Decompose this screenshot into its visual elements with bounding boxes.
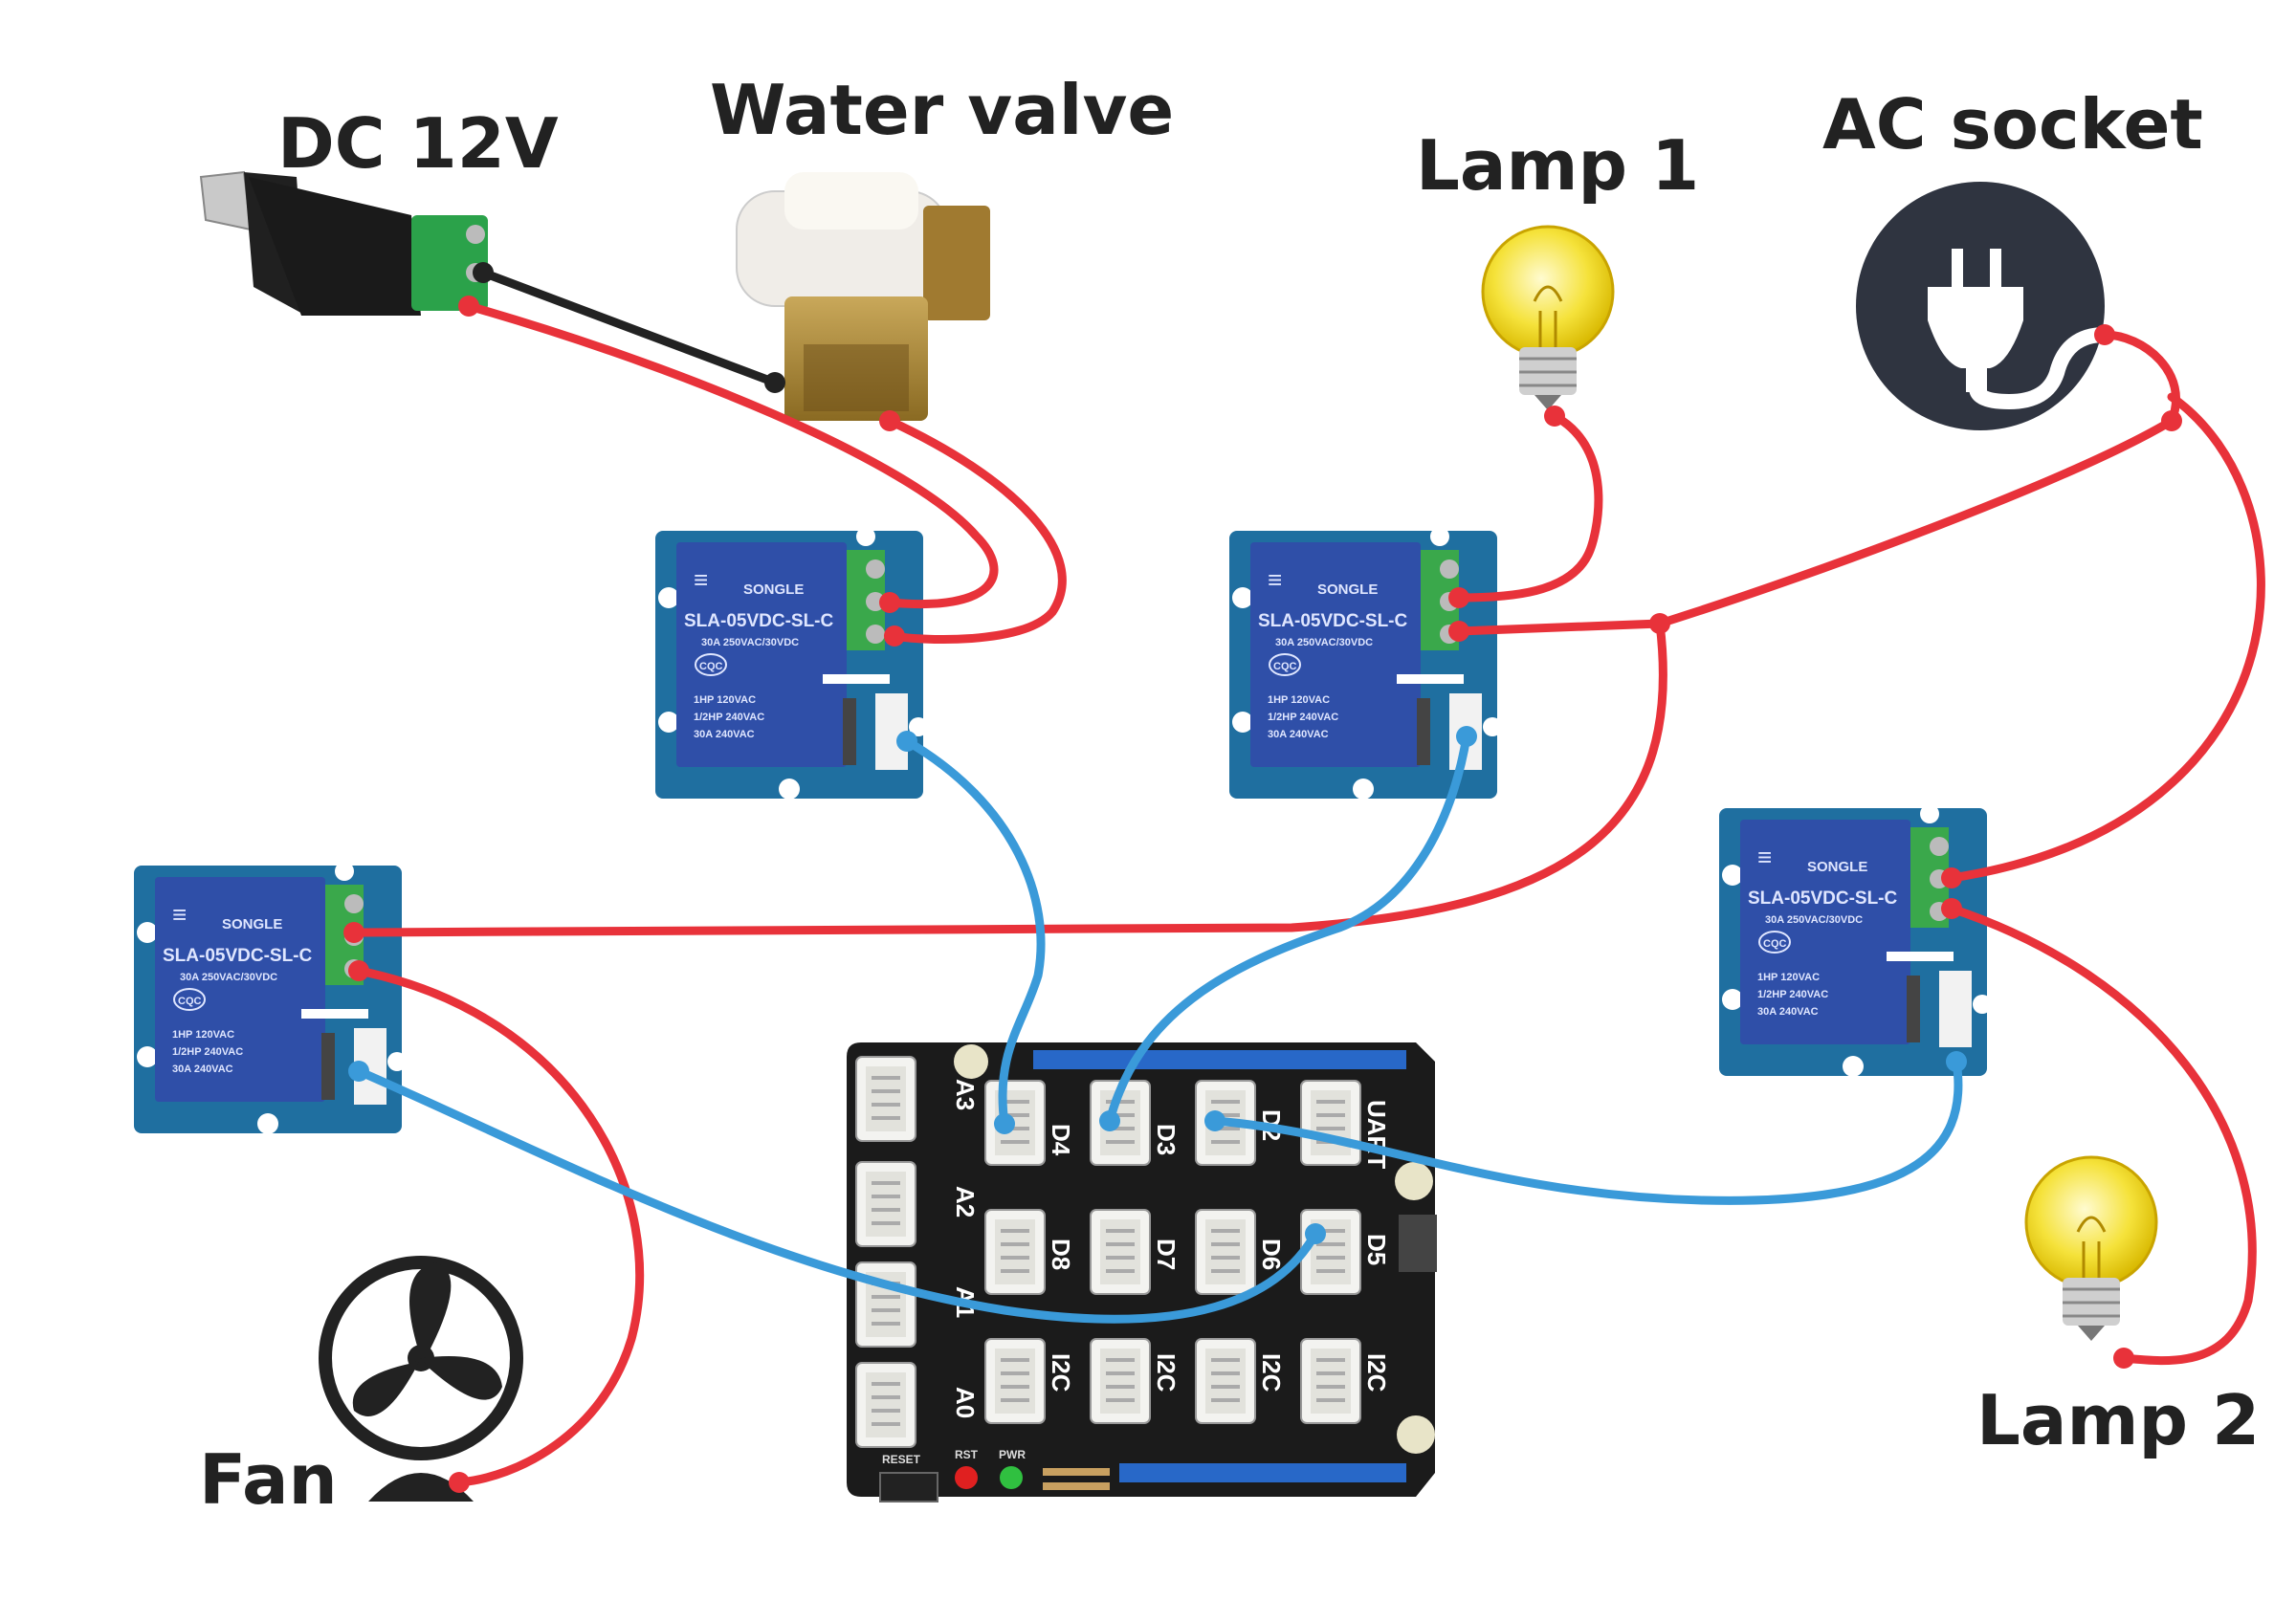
black-terminals bbox=[473, 262, 785, 393]
port-label-a2: A2 bbox=[951, 1186, 980, 1217]
port-label-uart: UART bbox=[1362, 1100, 1391, 1169]
port-label-d8: D8 bbox=[1047, 1239, 1075, 1270]
blue-terminals bbox=[348, 726, 1967, 1244]
port-label-d6: D6 bbox=[1257, 1239, 1286, 1270]
lamp-2-icon bbox=[2024, 1155, 2158, 1343]
wire-signal-relay-fan-d5 bbox=[354, 1066, 1320, 1324]
water-valve bbox=[736, 172, 990, 421]
port-label-a0: A0 bbox=[951, 1387, 980, 1418]
fan-icon bbox=[319, 1256, 523, 1502]
label-dc-12v: DC 12V bbox=[277, 103, 559, 184]
relay-module-fan bbox=[133, 861, 408, 1135]
wire-power-socket-branch bbox=[2100, 330, 2181, 426]
port-label-i2c-3: I2C bbox=[1257, 1353, 1286, 1393]
label-lamp-2: Lamp 2 bbox=[1976, 1380, 2260, 1460]
label-water-valve: Water valve bbox=[710, 70, 1174, 150]
wire-signal-relay-lamp1-d3 bbox=[1105, 732, 1471, 1126]
port-label-i2c-2: I2C bbox=[1152, 1353, 1181, 1393]
label-lamp-1: Lamp 1 bbox=[1416, 125, 1699, 206]
wire-ground-dc-valve bbox=[478, 268, 780, 387]
pwr-label: PWR bbox=[999, 1448, 1026, 1461]
wire-signal-relay-lamp2-d2 bbox=[1210, 1057, 1963, 1205]
label-ac-socket: AC socket bbox=[1822, 84, 2203, 164]
relay-module-lamp2 bbox=[1718, 803, 1993, 1078]
label-fan: Fan bbox=[199, 1439, 338, 1520]
port-label-a3: A3 bbox=[951, 1079, 980, 1110]
lamp-1-icon bbox=[1481, 225, 1615, 412]
port-label-d4: D4 bbox=[1047, 1124, 1075, 1156]
relay-module-valve bbox=[654, 526, 929, 801]
wire-power-socket-relay2 bbox=[1947, 392, 2265, 883]
port-label-d3: D3 bbox=[1152, 1124, 1181, 1155]
wire-power-fanrelay-branch bbox=[349, 619, 1667, 937]
port-label-d5: D5 bbox=[1362, 1234, 1391, 1265]
port-label-d7: D7 bbox=[1152, 1239, 1181, 1270]
wire-power-valve-relay bbox=[885, 416, 1067, 645]
dc-jack bbox=[199, 170, 488, 316]
wire-power-relay-socket bbox=[1454, 416, 2176, 636]
red-terminals bbox=[343, 296, 2182, 1493]
rst-label: RST bbox=[955, 1448, 979, 1461]
wire-power-dc-relay bbox=[464, 301, 999, 608]
wire-power-relay2-lamp2 bbox=[1947, 904, 2257, 1366]
port-label-i2c-1: I2C bbox=[1047, 1353, 1075, 1393]
reset-label: RESET bbox=[882, 1453, 921, 1466]
port-label-i2c-4: I2C bbox=[1362, 1353, 1391, 1393]
wire-power-fanrelay-fan bbox=[354, 966, 645, 1487]
ac-socket-icon bbox=[1856, 182, 2106, 430]
base-shield: A3 D4 D3 D2 UART A2 D8 D7 D6 D5 A1 A0 I2… bbox=[847, 1042, 1437, 1502]
wire-signal-relay-valve-d4 bbox=[902, 736, 1046, 1129]
wire-power-lamp1-relay bbox=[1454, 411, 1603, 603]
